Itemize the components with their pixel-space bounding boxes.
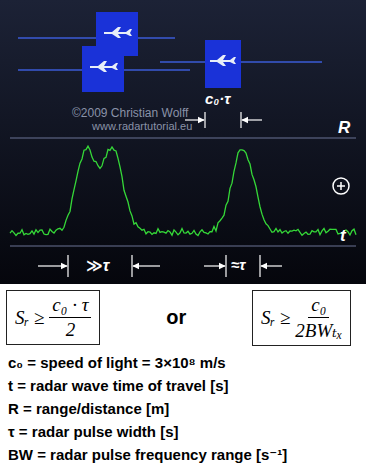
numerator: c₀ bbox=[308, 294, 329, 318]
fraction: c₀2BWₜₓ bbox=[295, 294, 342, 342]
conjunction: or bbox=[166, 306, 186, 329]
formula-box: Sᵣ ≥c₀2BWₜₓ bbox=[252, 290, 351, 346]
formula-lhs: Sᵣ ≥ bbox=[15, 307, 44, 329]
range-axis bbox=[10, 138, 356, 139]
denominator: 2 bbox=[66, 318, 76, 341]
width-marker bbox=[38, 255, 282, 277]
radar-pulse bbox=[205, 40, 241, 88]
time-axis bbox=[10, 246, 356, 247]
definition: τ = radar pulse width [s] bbox=[8, 423, 178, 440]
definition: BW = radar pulse frequency range [s⁻¹] bbox=[8, 446, 287, 464]
zoom-icon bbox=[333, 178, 349, 194]
formula-lhs: Sᵣ ≥ bbox=[261, 307, 290, 329]
width-label: ≈τ bbox=[231, 256, 245, 273]
dark-panel bbox=[0, 0, 366, 284]
pulse-length-marker bbox=[185, 112, 262, 128]
watermark: ©2009 Christian Wolff bbox=[72, 106, 188, 120]
radar-pulse bbox=[82, 46, 124, 92]
axis-label: R bbox=[338, 118, 350, 138]
numerator: c₀ · τ bbox=[49, 294, 91, 318]
width-label: ≫τ bbox=[86, 256, 109, 275]
formula-box: Sᵣ ≥c₀ · τ2 bbox=[6, 290, 100, 345]
aircraft-icon bbox=[90, 27, 236, 72]
fraction: c₀ · τ2 bbox=[49, 294, 91, 341]
pulse-length-label: c₀·τ bbox=[205, 90, 230, 107]
axis-label: t bbox=[340, 226, 346, 246]
watermark: www.radartutorial.eu bbox=[92, 120, 192, 132]
definition: R = range/distance [m] bbox=[8, 400, 169, 417]
denominator: 2BWₜₓ bbox=[295, 318, 342, 342]
definition: t = radar wave time of travel [s] bbox=[8, 377, 229, 394]
echo-signal bbox=[10, 146, 356, 235]
definition: c₀ = speed of light = 3×10⁸ m/s bbox=[8, 354, 226, 371]
